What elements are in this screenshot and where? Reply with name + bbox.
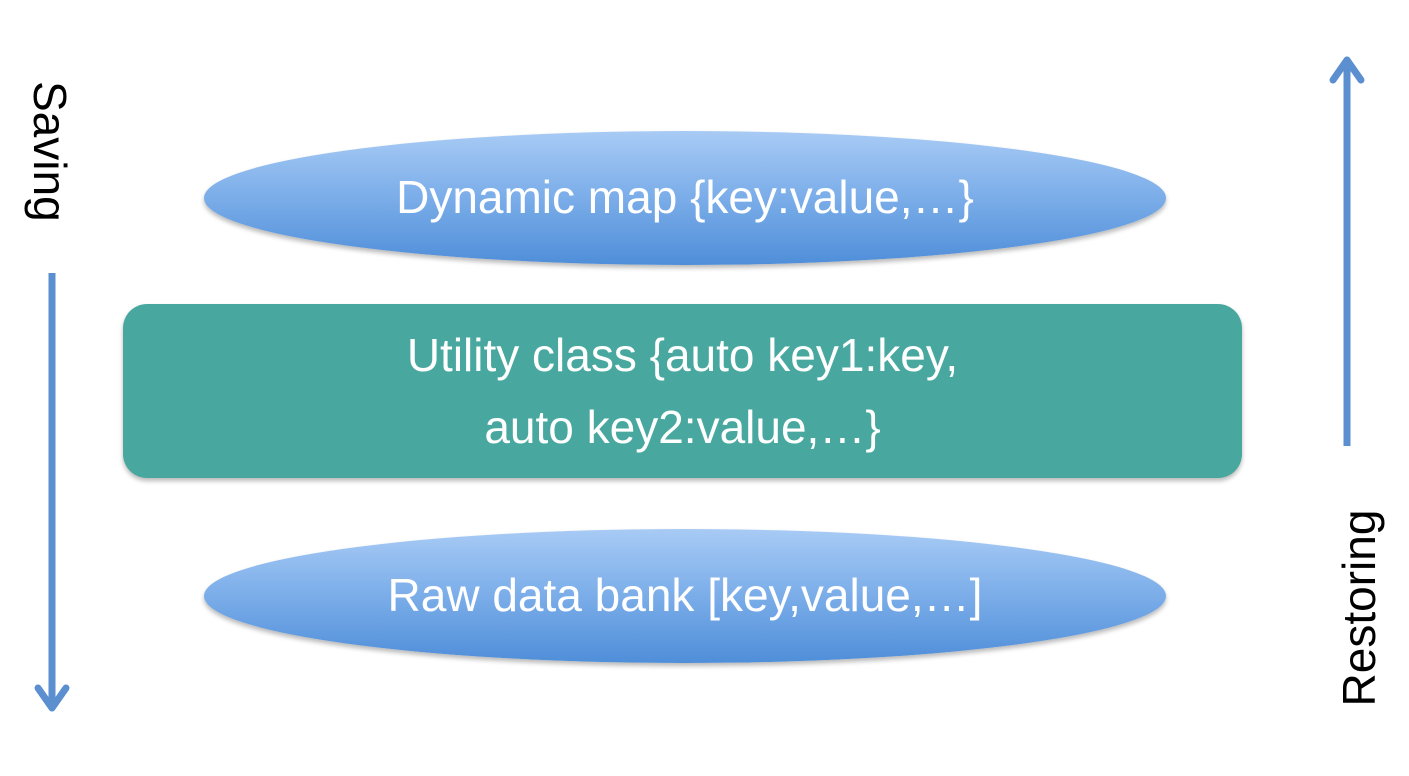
dynamic-map-node: Dynamic map {key:value,…}: [204, 131, 1166, 265]
restoring-label: Restoring: [1333, 509, 1385, 707]
raw-data-bank-node: Raw data bank [key,value,…]: [204, 529, 1166, 663]
dynamic-map-label: Dynamic map {key:value,…}: [396, 171, 974, 224]
saving-arrow: [34, 273, 70, 712]
utility-class-label-line2: auto key2:value,…}: [484, 401, 881, 453]
utility-class-node: Utility class {auto key1:key, auto key2:…: [123, 304, 1242, 478]
restoring-arrow: [1329, 56, 1365, 446]
saving-label: Saving: [24, 81, 76, 222]
utility-class-label-line1: Utility class {auto key1:key,: [406, 329, 959, 381]
raw-data-bank-label: Raw data bank [key,value,…]: [387, 569, 983, 622]
